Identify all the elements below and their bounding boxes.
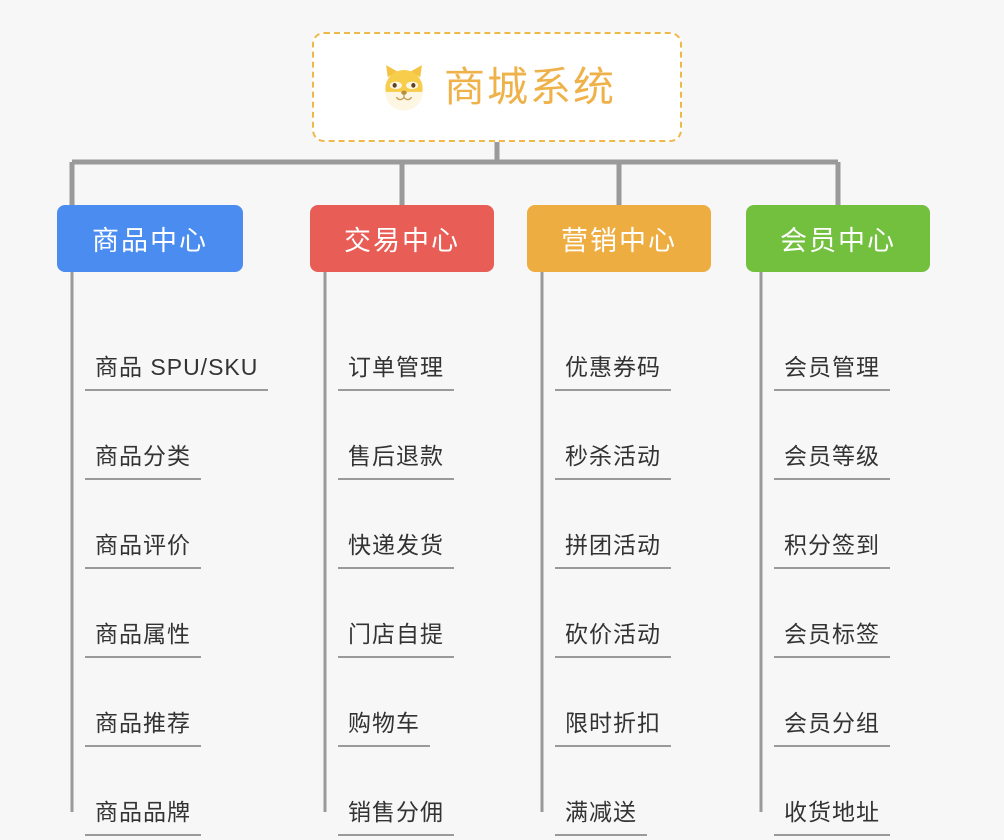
leaf-item[interactable]: 商品分类: [57, 391, 243, 480]
branch-product-center: 商品中心商品 SPU/SKU 商品分类商品评价商品属性商品推荐商品品牌: [57, 205, 269, 836]
leaf-item-label: 秒杀活动: [555, 443, 671, 480]
branch-header-label: 会员中心: [780, 226, 896, 256]
leaf-list-member-center: 会员管理会员等级积分签到会员标签会员分组收货地址: [746, 272, 930, 836]
leaf-item[interactable]: 会员标签: [746, 569, 930, 658]
branch-header-label: 商品中心: [92, 226, 208, 256]
leaf-item-label: 满减送: [555, 799, 647, 836]
leaf-item[interactable]: 砍价活动: [527, 569, 711, 658]
leaf-item-label: 会员分组: [774, 710, 890, 747]
leaf-item-label: 会员等级: [774, 443, 890, 480]
leaf-item[interactable]: 订单管理: [310, 302, 494, 391]
leaf-item[interactable]: 会员等级: [746, 391, 930, 480]
leaf-item[interactable]: 商品推荐: [57, 658, 243, 747]
branch-header-product-center[interactable]: 商品中心: [57, 205, 243, 272]
branch-header-member-center[interactable]: 会员中心: [746, 205, 930, 272]
leaf-item-label: 积分签到: [774, 532, 890, 569]
branch-member-center: 会员中心会员管理会员等级积分签到会员标签会员分组收货地址: [746, 205, 930, 836]
leaf-item-label: 购物车: [338, 710, 430, 747]
branch-marketing-center: 营销中心优惠券码秒杀活动拼团活动砍价活动限时折扣满减送: [527, 205, 711, 836]
shiba-dog-face-icon: [378, 61, 430, 113]
leaf-item[interactable]: 快递发货: [310, 480, 494, 569]
leaf-item[interactable]: 限时折扣: [527, 658, 711, 747]
leaf-item[interactable]: 会员分组: [746, 658, 930, 747]
leaf-item[interactable]: 商品品牌: [57, 747, 243, 836]
leaf-item[interactable]: 收货地址: [746, 747, 930, 836]
leaf-item-label: 商品属性: [85, 621, 201, 658]
leaf-item-label: 拼团活动: [555, 532, 671, 569]
leaf-item-label: 会员管理: [774, 354, 890, 391]
leaf-item[interactable]: 商品 SPU/SKU: [57, 302, 269, 391]
leaf-item-label: 砍价活动: [555, 621, 671, 658]
leaf-item[interactable]: 优惠券码: [527, 302, 711, 391]
leaf-item-label: 收货地址: [774, 799, 890, 836]
leaf-item[interactable]: 门店自提: [310, 569, 494, 658]
leaf-list-trade-center: 订单管理售后退款快递发货门店自提购物车销售分佣: [310, 272, 494, 836]
leaf-list-marketing-center: 优惠券码秒杀活动拼团活动砍价活动限时折扣满减送: [527, 272, 711, 836]
leaf-item-label: 商品 SPU/SKU: [85, 354, 269, 391]
leaf-item-label: 售后退款: [338, 443, 454, 480]
root-node[interactable]: 商城系统: [312, 32, 682, 142]
leaf-item-label: 商品推荐: [85, 710, 201, 747]
branch-header-marketing-center[interactable]: 营销中心: [527, 205, 711, 272]
leaf-item-label: 商品分类: [85, 443, 201, 480]
leaf-item[interactable]: 秒杀活动: [527, 391, 711, 480]
leaf-item[interactable]: 拼团活动: [527, 480, 711, 569]
branch-trade-center: 交易中心订单管理售后退款快递发货门店自提购物车销售分佣: [310, 205, 494, 836]
leaf-item-label: 优惠券码: [555, 354, 671, 391]
branch-header-label: 营销中心: [561, 226, 677, 256]
leaf-item[interactable]: 会员管理: [746, 302, 930, 391]
leaf-item-label: 快递发货: [338, 532, 454, 569]
leaf-item[interactable]: 购物车: [310, 658, 494, 747]
leaf-item[interactable]: 售后退款: [310, 391, 494, 480]
leaf-item[interactable]: 商品属性: [57, 569, 243, 658]
leaf-item-label: 订单管理: [338, 354, 454, 391]
leaf-item-label: 限时折扣: [555, 710, 671, 747]
leaf-item-label: 商品品牌: [85, 799, 201, 836]
leaf-item-label: 商品评价: [85, 532, 201, 569]
leaf-list-product-center: 商品 SPU/SKU 商品分类商品评价商品属性商品推荐商品品牌: [57, 272, 269, 836]
leaf-item-label: 销售分佣: [338, 799, 454, 836]
leaf-item[interactable]: 商品评价: [57, 480, 243, 569]
leaf-item[interactable]: 满减送: [527, 747, 711, 836]
root-title: 商城系统: [444, 63, 616, 110]
leaf-item-label: 会员标签: [774, 621, 890, 658]
leaf-item-label: 门店自提: [338, 621, 454, 658]
leaf-item[interactable]: 积分签到: [746, 480, 930, 569]
branch-header-trade-center[interactable]: 交易中心: [310, 205, 494, 272]
leaf-item[interactable]: 销售分佣: [310, 747, 494, 836]
branch-header-label: 交易中心: [344, 226, 460, 256]
